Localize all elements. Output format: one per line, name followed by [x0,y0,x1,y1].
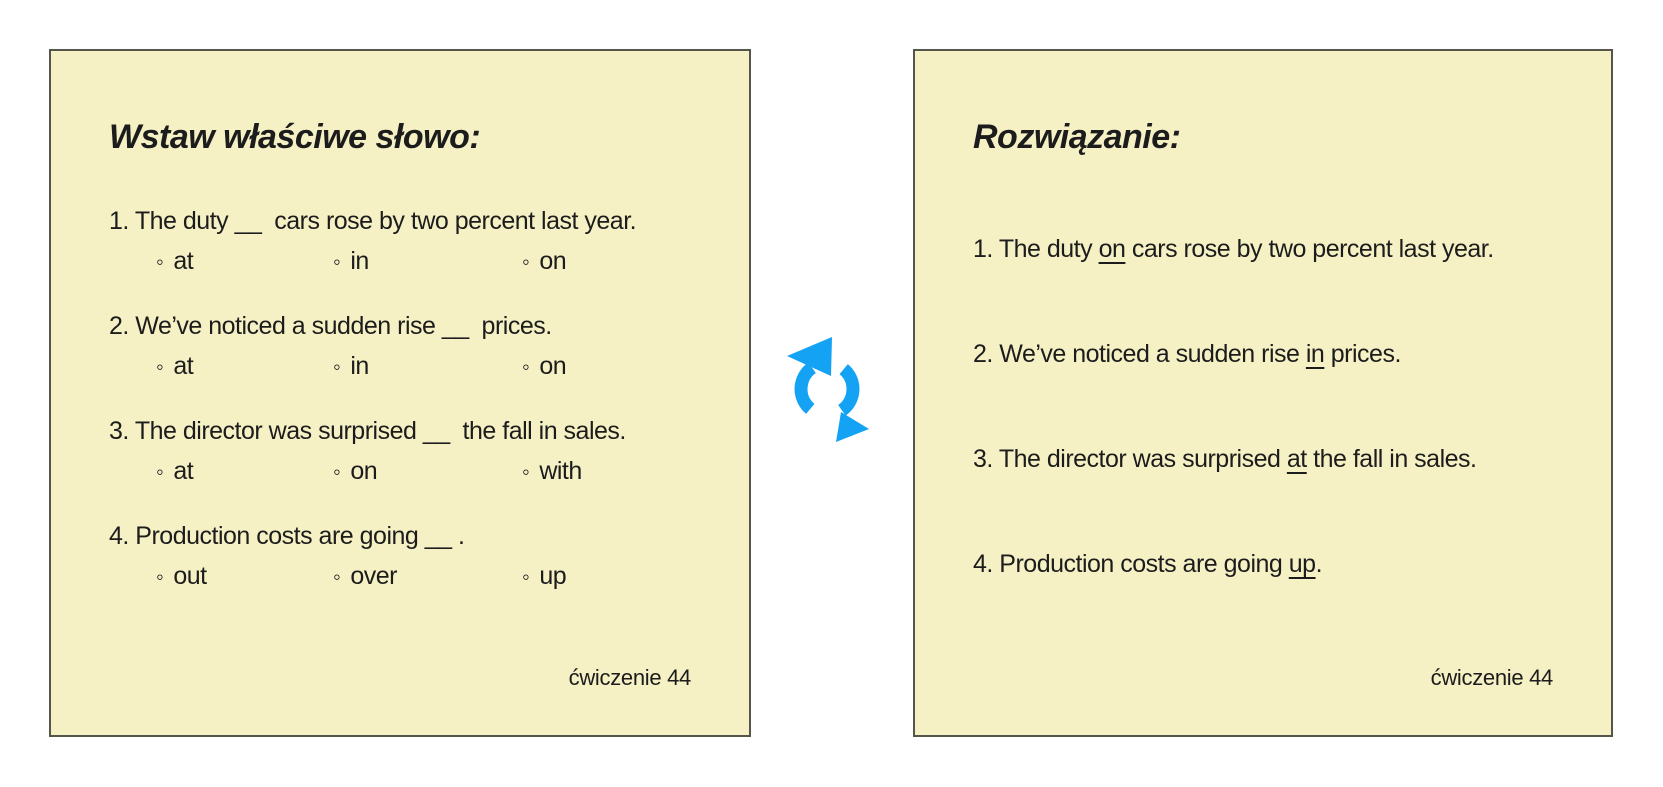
option-label: with [539,457,582,485]
exercise-title: Wstaw właściwe słowo: [109,118,481,156]
option-label: in [350,352,369,380]
options-row: ◦ at ◦ in ◦ on [156,346,691,387]
solution-title: Rozwiązanie: [973,118,1181,156]
option-item: ◦ in [333,241,522,282]
solution-panel: Rozwiązanie: 1. The duty on cars rose by… [913,49,1613,737]
option-label: at [173,457,194,485]
options-row: ◦ at ◦ in ◦ on [156,241,691,282]
option-label: up [539,562,567,590]
option-bullet-icon: ◦ [522,249,530,274]
answer-word-underlined: on [1098,235,1126,263]
option-item: ◦ with [522,451,582,492]
option-bullet-icon: ◦ [522,459,530,484]
option-item: ◦ at [156,346,333,387]
option-bullet-icon: ◦ [333,249,341,274]
question-block: 2. We’ve noticed a sudden rise __ prices… [109,306,691,387]
option-bullet-icon: ◦ [333,354,341,379]
option-item: ◦ over [333,556,522,597]
option-item: ◦ up [522,556,567,597]
answer-word-underlined: in [1305,340,1325,368]
option-item: ◦ at [156,451,333,492]
answer-line: 4. Production costs are going up. [973,544,1553,584]
options-row: ◦ out ◦ over ◦ up [156,556,691,597]
option-label: over [350,562,397,590]
option-bullet-icon: ◦ [156,459,164,484]
option-bullet-icon: ◦ [333,459,341,484]
sync-arrows-icon [787,337,869,442]
answer-line: 2. We’ve noticed a sudden rise in prices… [973,334,1553,374]
option-item: ◦ on [522,346,567,387]
answer-text-after: . [1315,550,1323,578]
answer-text-before: 3. The director was surprised [973,445,1287,473]
answer-word-underlined: up [1288,550,1316,578]
answer-line: 1. The duty on cars rose by two percent … [973,229,1553,269]
sync-button[interactable] [787,337,871,443]
question-block: 1. The duty __ cars rose by two percent … [109,201,691,282]
option-item: ◦ in [333,346,522,387]
exercise-panel: Wstaw właściwe słowo: 1. The duty __ car… [49,49,751,737]
options-row: ◦ at ◦ on ◦ with [156,451,691,492]
option-bullet-icon: ◦ [333,564,341,589]
answer-line: 3. The director was surprised at the fal… [973,439,1553,479]
question-line: 4. Production costs are going __ . [109,522,465,550]
option-item: ◦ at [156,241,333,282]
answer-text-before: 1. The duty [973,235,1099,263]
answer-word-underlined: at [1286,445,1307,473]
option-label: out [173,562,207,590]
option-label: at [173,352,194,380]
question-line: 2. We’ve noticed a sudden rise __ prices… [109,312,552,340]
option-item: ◦ on [333,451,522,492]
question-block: 3. The director was surprised __ the fal… [109,411,691,492]
option-label: in [350,247,369,275]
answer-text-after: prices. [1324,340,1402,368]
question-list: 1. The duty __ cars rose by two percent … [109,201,691,597]
option-bullet-icon: ◦ [522,354,530,379]
option-label: on [350,457,378,485]
option-item: ◦ out [156,556,333,597]
answer-text-after: cars rose by two percent last year. [1125,235,1494,263]
option-bullet-icon: ◦ [156,249,164,274]
option-label: on [539,352,567,380]
exercise-number-label: ćwiczenie 44 [1430,665,1554,690]
option-label: on [539,247,567,275]
exercise-number-label: ćwiczenie 44 [568,665,692,690]
option-bullet-icon: ◦ [156,354,164,379]
option-label: at [173,247,194,275]
option-bullet-icon: ◦ [522,564,530,589]
question-line: 1. The duty __ cars rose by two percent … [109,207,637,235]
answer-list: 1. The duty on cars rose by two percent … [973,229,1553,584]
option-bullet-icon: ◦ [156,564,164,589]
question-block: 4. Production costs are going __ . ◦ out … [109,516,691,597]
option-item: ◦ on [522,241,567,282]
answer-text-after: the fall in sales. [1306,445,1477,473]
question-line: 3. The director was surprised __ the fal… [109,417,626,445]
answer-text-before: 4. Production costs are going [973,550,1289,578]
answer-text-before: 2. We’ve noticed a sudden rise [973,340,1306,368]
